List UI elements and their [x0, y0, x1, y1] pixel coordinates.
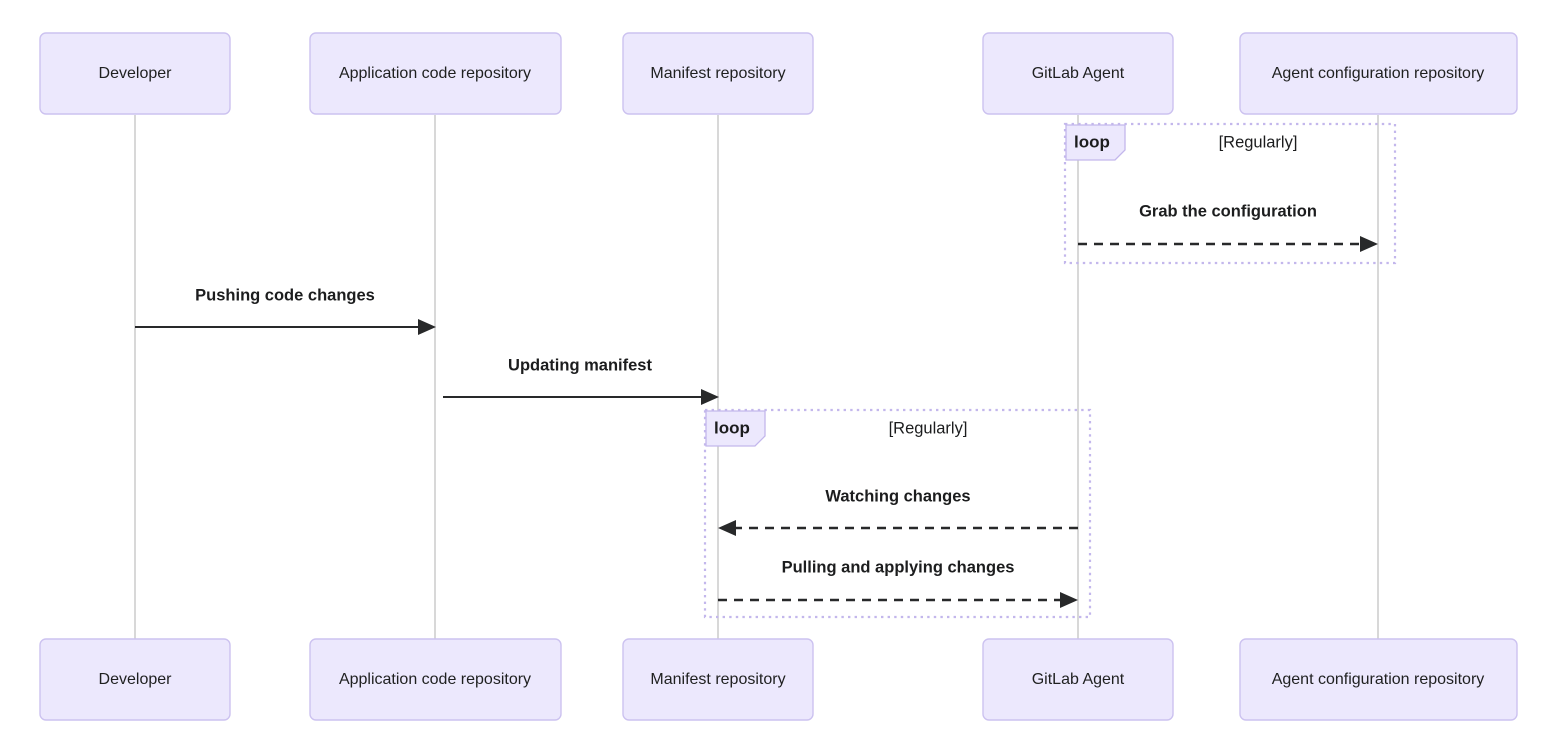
participant-label: Application code repository [339, 65, 531, 82]
participant-box-rect[interactable] [1239, 32, 1518, 115]
participant-developer-top[interactable]: Developer [39, 32, 231, 115]
participant-agent-config-bottom[interactable]: Agent configuration repository [1239, 638, 1518, 721]
participant-label: Developer [99, 65, 173, 82]
loop-frame-border [1063, 122, 1397, 265]
message-label: Pulling and applying changes [782, 558, 1015, 576]
participant-label: GitLab Agent [1032, 65, 1125, 82]
message-label: Pushing code changes [195, 286, 375, 304]
participant-label: Developer [99, 671, 173, 688]
participant-agent-config-top[interactable]: Agent configuration repository [1239, 32, 1518, 115]
participant-box-rect[interactable] [309, 638, 562, 721]
message-label: Watching changes [825, 487, 970, 505]
participant-label: GitLab Agent [1032, 671, 1125, 688]
message-pushing-code-changes: Pushing code changes [135, 286, 436, 335]
arrow-head-icon [418, 319, 436, 335]
lifelines-group [134, 115, 1379, 640]
participant-box-rect[interactable] [622, 638, 814, 721]
loop-tag-shape [705, 410, 766, 447]
participant-agent-top[interactable]: GitLab Agent [982, 32, 1174, 115]
arrow-head-icon [701, 389, 719, 405]
participant-label: Manifest repository [650, 65, 785, 82]
participant-manifest-bottom[interactable]: Manifest repository [622, 638, 814, 721]
participant-box-rect[interactable] [982, 638, 1174, 721]
participant-agent-bottom[interactable]: GitLab Agent [982, 638, 1174, 721]
loop-condition-label: [Regularly] [1219, 133, 1298, 151]
loop-frame-border [703, 408, 1092, 619]
participant-box-rect[interactable] [622, 32, 814, 115]
participant-box-rect[interactable] [309, 32, 562, 115]
participant-app-repo-bottom[interactable]: Application code repository [309, 638, 562, 721]
loop-manifest-sync: loop [Regularly] [703, 408, 1092, 619]
participant-developer-bottom[interactable]: Developer [39, 638, 231, 721]
message-watching-changes: Watching changes [718, 487, 1078, 536]
participant-box-rect[interactable] [39, 32, 231, 115]
participant-app-repo-top[interactable]: Application code repository [309, 32, 562, 115]
loop-tag-shape [1065, 124, 1126, 161]
message-pulling-and-applying-changes: Pulling and applying changes [718, 558, 1078, 608]
loop-tag-label: loop [1074, 132, 1110, 151]
arrow-head-icon [1360, 236, 1378, 252]
message-grab-the-configuration: Grab the configuration [1078, 202, 1378, 252]
participant-box-rect[interactable] [1239, 638, 1518, 721]
loop-agent-config: loop [Regularly] [1063, 122, 1397, 265]
participant-box-rect[interactable] [39, 638, 231, 721]
participant-label: Agent configuration repository [1272, 671, 1485, 688]
participant-manifest-top[interactable]: Manifest repository [622, 32, 814, 115]
arrow-head-icon [718, 520, 736, 536]
participant-label: Manifest repository [650, 671, 785, 688]
participant-box-rect[interactable] [982, 32, 1174, 115]
message-label: Grab the configuration [1139, 202, 1317, 220]
loop-condition-label: [Regularly] [889, 419, 968, 437]
loop-tag-label: loop [714, 418, 750, 437]
message-updating-manifest: Updating manifest [443, 356, 719, 405]
participant-label: Agent configuration repository [1272, 65, 1485, 82]
participant-label: Application code repository [339, 671, 531, 688]
arrow-head-icon [1060, 592, 1078, 608]
message-label: Updating manifest [508, 356, 652, 374]
